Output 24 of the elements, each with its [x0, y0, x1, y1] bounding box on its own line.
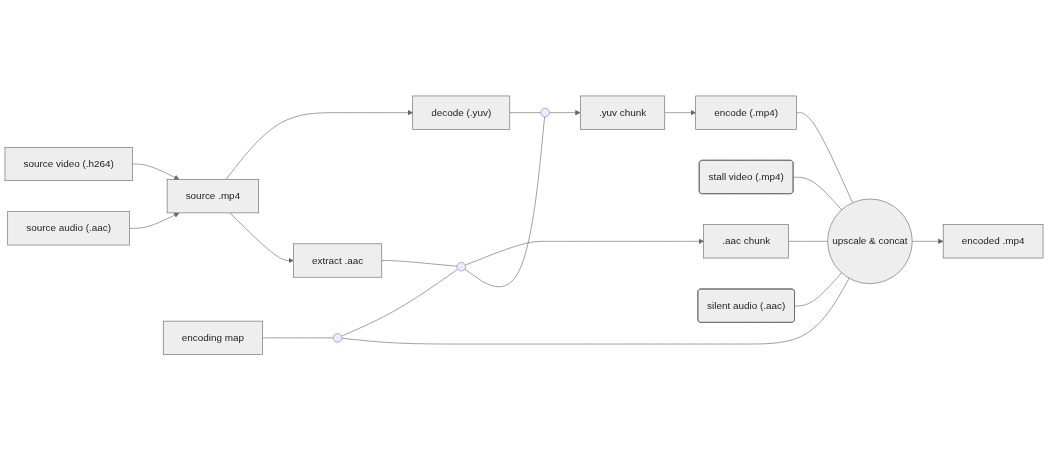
connector: [262, 337, 334, 338]
connector: [788, 240, 828, 242]
node-box: encoding map: [162, 320, 263, 355]
connector: [464, 116, 545, 287]
node-box: .aac chunk: [703, 224, 789, 259]
connector: [341, 268, 459, 337]
node-box: encode (.mp4): [695, 95, 797, 130]
connector: [509, 112, 542, 113]
node-box: extract .aac: [293, 243, 383, 278]
node-circle: [540, 107, 550, 118]
node-box: .yuv chunk: [580, 95, 666, 130]
node-box: encoded .mp4: [942, 224, 1044, 259]
node-box: source video (.h264): [4, 146, 133, 181]
node-circle: upscale & concat: [827, 198, 913, 284]
node-box: source .mp4: [166, 178, 259, 213]
node-box: source audio (.aac): [7, 211, 130, 246]
node-box: decode (.yuv): [412, 95, 511, 130]
node-circle: [333, 332, 343, 343]
node-circle: [456, 261, 466, 272]
connector: [794, 272, 842, 307]
connector: [796, 112, 853, 203]
connector: [793, 176, 842, 210]
connector: [381, 259, 458, 267]
connector: [341, 277, 850, 345]
